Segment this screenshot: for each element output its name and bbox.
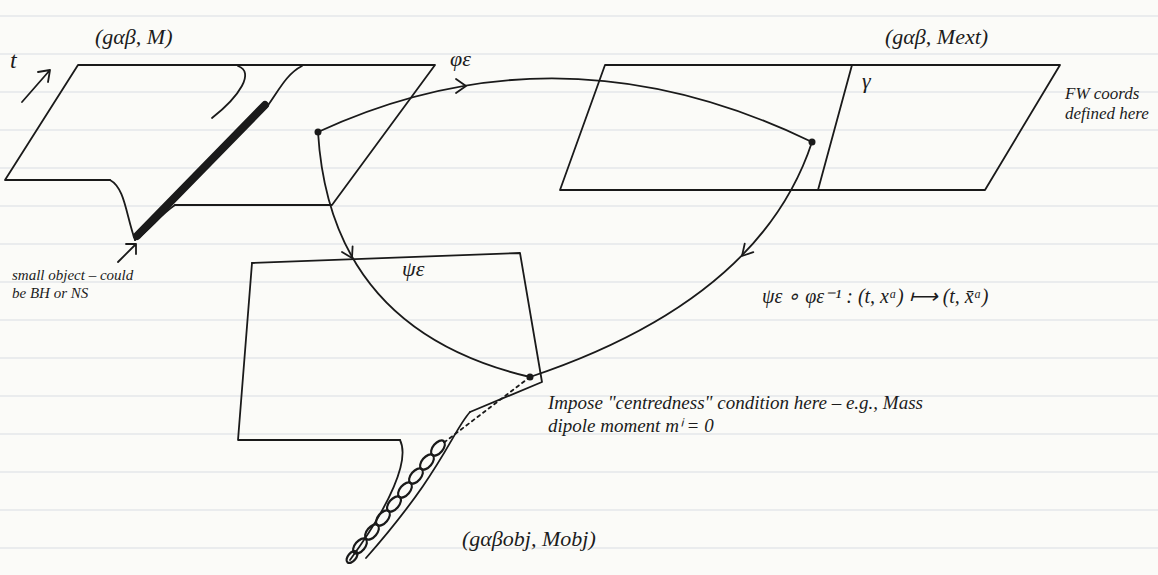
well-wall bbox=[266, 66, 302, 108]
well-wall bbox=[212, 66, 245, 118]
note: small object – could be BH or NS bbox=[12, 266, 136, 302]
map-label: ψε bbox=[402, 256, 424, 282]
manifold-label: (gαβ, M) bbox=[95, 24, 172, 50]
object-worldline bbox=[344, 438, 447, 565]
map-label: φε bbox=[450, 46, 471, 72]
leader-arrow bbox=[118, 244, 136, 262]
well-wall bbox=[110, 180, 135, 240]
map-label: ψε ∘ φε⁻¹ : (t, xᵃ) ⟼ (t, x̄ᵃ) bbox=[762, 284, 988, 308]
note: Impose "centredness" condition here – e.… bbox=[548, 392, 928, 438]
spacetime-sheet bbox=[5, 65, 435, 205]
dotted-line bbox=[442, 377, 530, 444]
arrowhead bbox=[342, 246, 353, 258]
points bbox=[315, 129, 816, 381]
map-curve bbox=[318, 132, 530, 377]
axis-label: t bbox=[10, 46, 17, 75]
well-wall bbox=[350, 440, 403, 560]
gamma-worldline bbox=[818, 65, 852, 190]
manifold-label: (gαβ, Mext) bbox=[885, 24, 988, 50]
curve-label: γ bbox=[862, 68, 871, 94]
map-curve bbox=[318, 78, 812, 142]
arrowhead bbox=[456, 79, 466, 93]
paper-lines bbox=[0, 16, 1158, 548]
external-sheet bbox=[560, 65, 1060, 190]
manifold-label: (gαβobj, Mobj) bbox=[462, 526, 596, 552]
note: FW coords defined here bbox=[1065, 84, 1153, 125]
arrowhead bbox=[742, 244, 753, 256]
time-arrow bbox=[22, 70, 50, 102]
object-sheet bbox=[252, 253, 542, 412]
map-curve bbox=[530, 142, 812, 377]
worldline bbox=[137, 105, 265, 236]
